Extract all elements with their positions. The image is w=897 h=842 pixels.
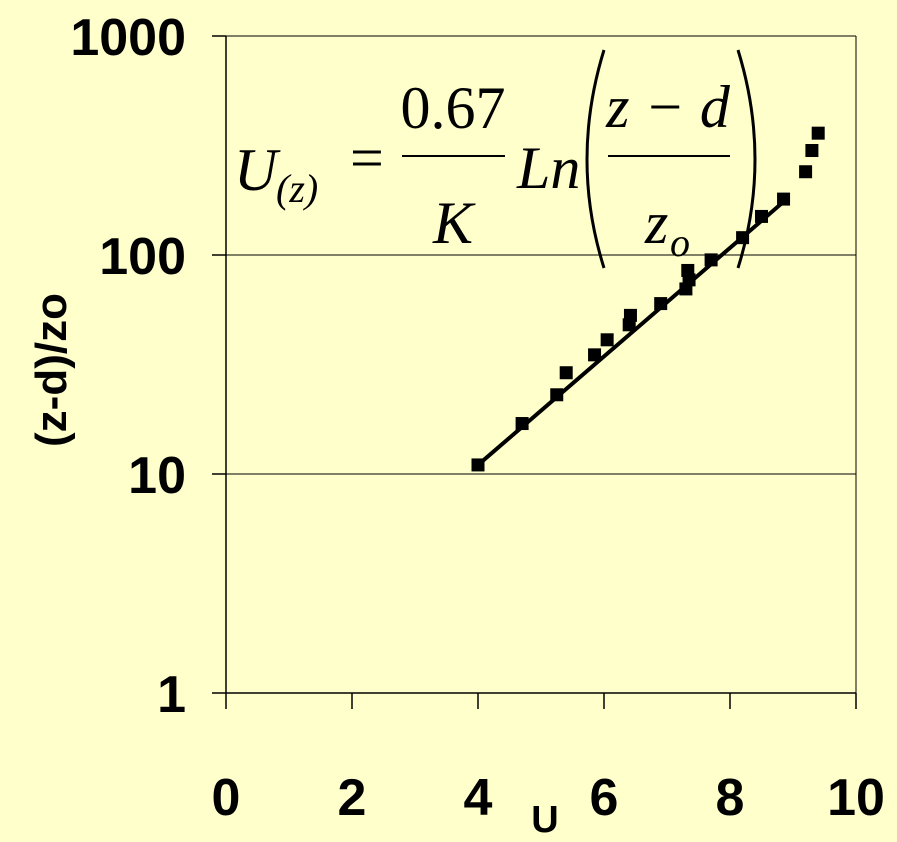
equation: U (z) = 0.67 K Ln z − d z o [234,49,757,269]
eq-coef-num: 0.67 [401,75,506,141]
data-point-0-16 [799,165,813,179]
data-point-0-15 [777,192,791,206]
axes [225,36,856,694]
eq-inner-den-sub: o [670,220,690,265]
x-tick-label-2: 2 [338,769,367,827]
data-point-0-8 [654,297,668,311]
ticks [212,35,857,709]
tick-labels: 1 10 100 1000 0 2 4 6 8 10 [70,9,885,827]
eq-fn: Ln [516,135,580,201]
eq-left-paren [585,49,606,269]
data-point-0-17 [805,144,819,158]
grid-lines [226,35,857,693]
data-point-0-14 [755,209,768,223]
x-tick-label-6: 6 [590,769,619,827]
y-tick-label-1000: 1000 [70,9,186,67]
data-point-0-11 [681,263,695,277]
data-point-0-2 [550,388,564,402]
eq-lhs-main: U [234,137,281,203]
x-tick-label-10: 10 [827,769,885,827]
y-axis-label: (z-d)/zo [27,293,76,447]
fit-line-segment [476,199,786,467]
data-point-0-7 [623,308,637,322]
eq-equals: = [350,125,384,191]
x-tick-label-8: 8 [716,769,745,827]
eq-right-paren [736,49,757,269]
data-point-0-5 [600,333,614,347]
data-point-0-4 [588,348,602,362]
fit-line [476,199,786,467]
data-point-0-1 [515,417,529,431]
eq-inner-num: z − d [605,74,731,140]
y-tick-label-100: 100 [99,228,186,286]
x-tick-label-4: 4 [464,769,493,827]
x-tick-label-0: 0 [212,769,241,827]
data-point-0-3 [559,366,573,380]
y-tick-label-1: 1 [157,666,186,724]
data-point-0-12 [704,253,718,267]
eq-lhs-sub: (z) [276,166,318,211]
data-point-0-18 [811,126,825,140]
y-tick-label-10: 10 [128,447,186,505]
eq-inner-den-main: z [644,190,668,256]
x-axis-label: U [531,799,558,841]
data-point-0-0 [471,458,485,472]
eq-coef-den: K [432,190,476,256]
